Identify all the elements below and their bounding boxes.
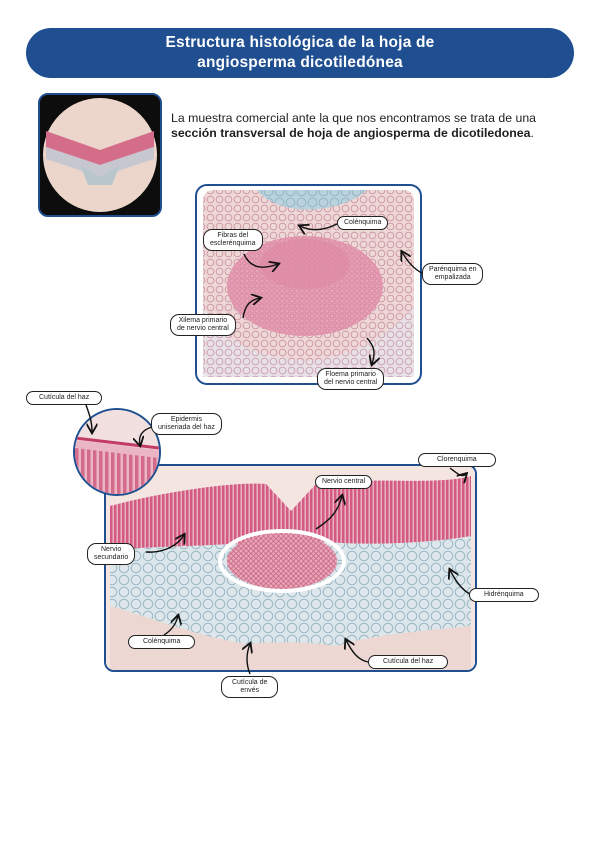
label-colenquima-top: Colénquima bbox=[337, 216, 388, 230]
label-clorenquima: Clorenquima bbox=[418, 453, 496, 467]
thumbnail-image bbox=[38, 93, 162, 217]
central-vein-image bbox=[197, 186, 420, 383]
epidermis-zoom-circle bbox=[73, 408, 161, 496]
label-hidrenquima: Hidrénquima bbox=[469, 588, 539, 602]
intro-period: . bbox=[530, 126, 533, 140]
central-vein-micrograph bbox=[195, 184, 422, 385]
title-line-2: angiosperma dicotiledónea bbox=[26, 53, 574, 73]
label-cuticula-haz-bottom: Cutícula del haz bbox=[368, 655, 448, 669]
label-colenquima-bottom: Colénquima bbox=[128, 635, 195, 649]
title-line-1: Estructura histológica de la hoja de bbox=[26, 33, 574, 53]
thumbnail-micrograph bbox=[40, 95, 160, 215]
title-banner: Estructura histológica de la hoja de ang… bbox=[26, 28, 574, 78]
intro-paragraph: La muestra comercial ante la que nos enc… bbox=[171, 111, 567, 141]
intro-bold-text: sección transversal de hoja de angiosper… bbox=[171, 126, 530, 140]
label-nervio-central: Nervio central bbox=[315, 475, 372, 489]
label-cuticula-haz-top: Cutícula del haz bbox=[26, 391, 102, 405]
intro-text: La muestra comercial ante la que nos enc… bbox=[171, 111, 536, 125]
epidermis-zoom-image bbox=[75, 410, 159, 494]
